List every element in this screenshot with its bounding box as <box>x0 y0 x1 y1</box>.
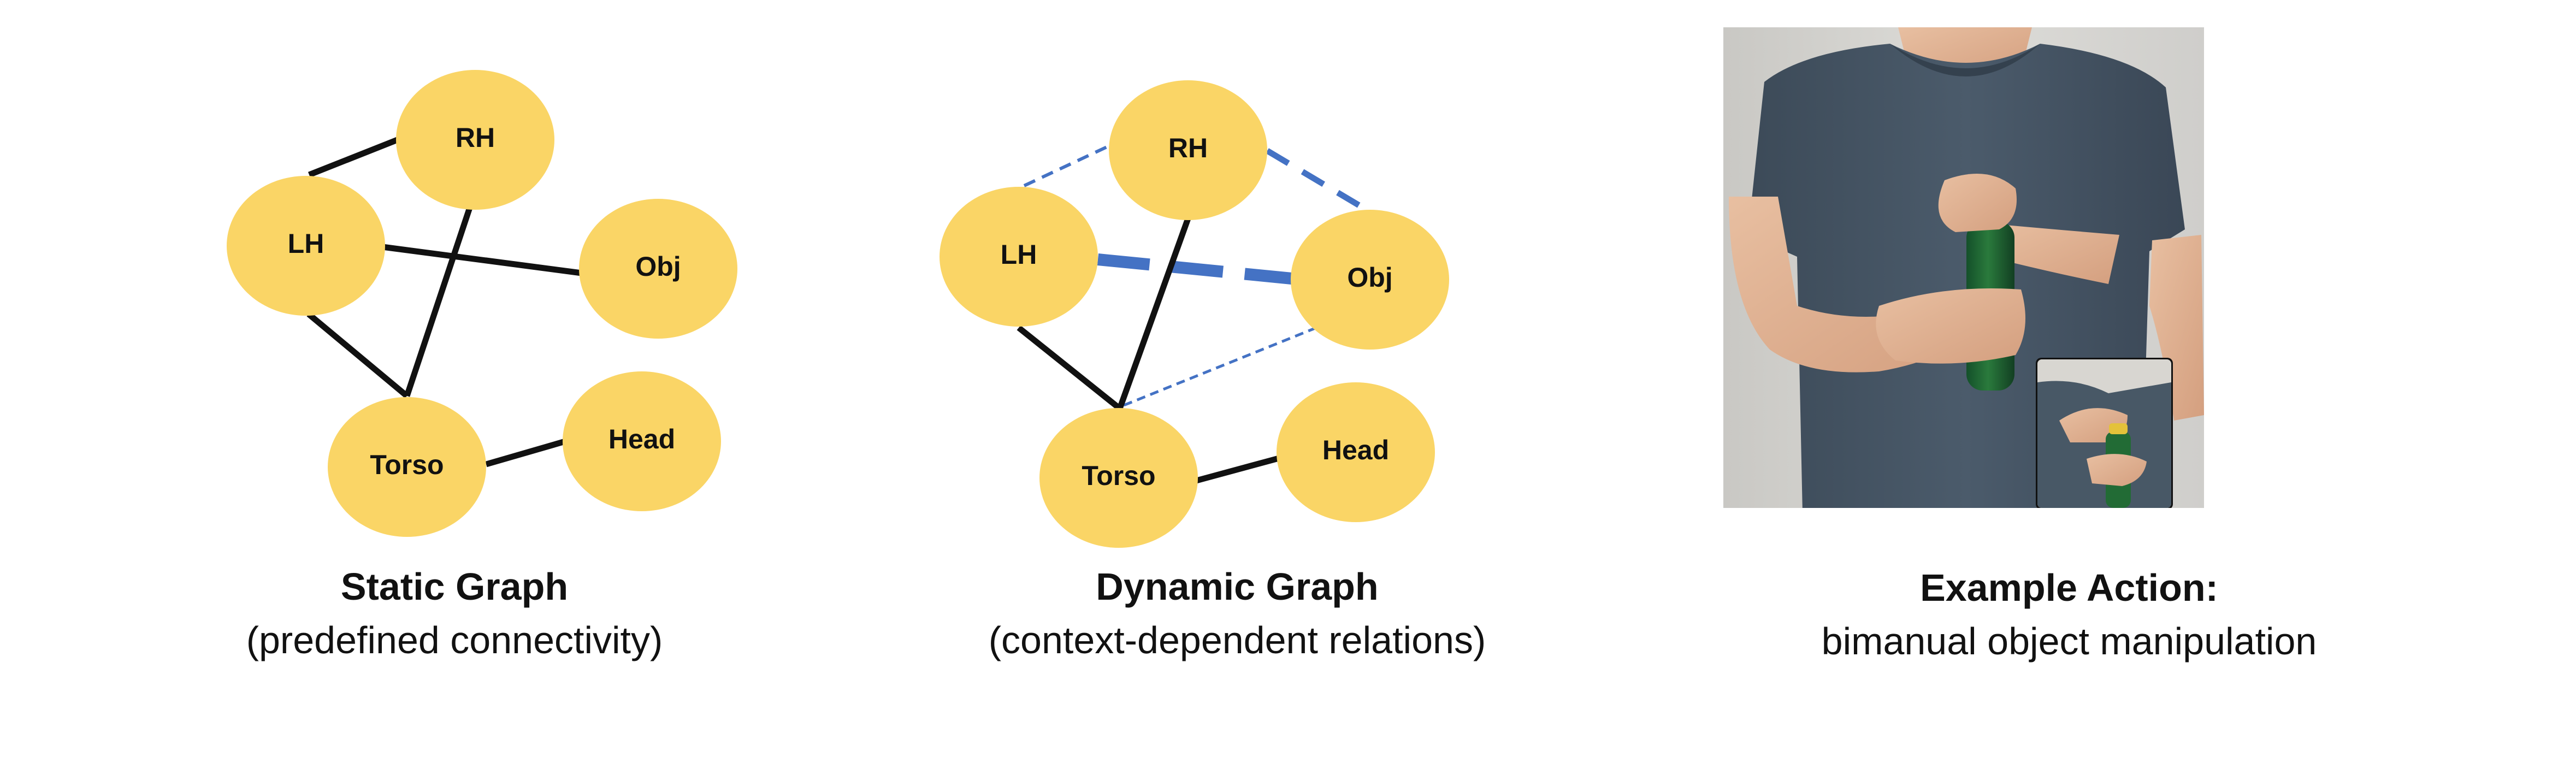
dynamic-graph-title: Dynamic Graph <box>1096 565 1378 608</box>
dynamic-edge-rh-torso <box>1116 217 1191 410</box>
dynamic-edge-torso-head <box>1195 454 1282 484</box>
photo-right-forearm <box>1988 224 2119 284</box>
static-graph-title: Static Graph <box>341 565 568 608</box>
static-node-rh <box>396 70 554 210</box>
static-graph-subtitle: (predefined connectivity) <box>246 619 663 661</box>
example-title: Example Action: <box>1920 566 2218 609</box>
photo <box>1723 27 2204 508</box>
static-edge-torso-head <box>485 438 566 468</box>
static-node-lh-label: LH <box>288 228 324 259</box>
photo-inset-lower-hand <box>2087 454 2147 486</box>
photo-lower-hand <box>1876 288 2025 364</box>
static-node-lh <box>227 176 385 316</box>
dynamic-node-head <box>1277 382 1435 522</box>
dynamic-node-lh-label: LH <box>1001 239 1037 270</box>
dynamic-graph-subtitle: (context-dependent relations) <box>989 619 1486 661</box>
dynamic-edge-rh-obj <box>1266 148 1364 210</box>
static-node-head-label: Head <box>608 424 675 454</box>
static-node-obj <box>579 199 737 339</box>
static-edge-rh-torso <box>404 206 473 397</box>
photo-right-arm <box>2149 235 2204 421</box>
static-edge-lh-obj <box>382 244 582 276</box>
photo-top-hand <box>1938 174 2017 232</box>
photo-inset-shirt <box>2037 381 2171 508</box>
dynamic-node-obj <box>1291 210 1449 350</box>
dynamic-node-torso-label: Torso <box>1082 460 1155 491</box>
static-node-rh-label: RH <box>456 122 495 153</box>
dynamic-node-rh-label: RH <box>1168 133 1208 163</box>
dynamic-edge-lh-rh <box>1023 143 1113 187</box>
photo-inset-cap <box>2109 423 2128 434</box>
static-edge-lh-torso <box>306 311 409 399</box>
static-node-torso <box>328 397 486 537</box>
example-action: Example Action: bimanual object manipula… <box>1723 27 2317 663</box>
dynamic-node-obj-label: Obj <box>1347 262 1392 293</box>
dynamic-node-head-label: Head <box>1322 435 1389 465</box>
static-node-head <box>563 371 721 511</box>
dynamic-edge-lh-torso <box>1017 325 1122 411</box>
dynamic-edge-lh-obj <box>1097 253 1293 285</box>
dynamic-node-torso <box>1039 408 1198 548</box>
static-node-obj-label: Obj <box>635 251 681 282</box>
example-subtitle: bimanual object manipulation <box>1822 620 2317 663</box>
static-node-torso-label: Torso <box>370 450 444 480</box>
dynamic-node-lh <box>940 187 1098 327</box>
photo-collar <box>1890 44 2040 76</box>
static-edge-lh-rh <box>308 136 400 178</box>
dynamic-edge-obj-torso <box>1119 326 1317 409</box>
photo-inset <box>2037 359 2171 508</box>
static-graph: RH LH Obj Torso Head Static Graph (prede… <box>227 70 737 661</box>
dynamic-node-rh <box>1109 80 1267 220</box>
dynamic-graph: RH LH Obj Torso Head Dynamic Graph (cont… <box>940 80 1486 661</box>
